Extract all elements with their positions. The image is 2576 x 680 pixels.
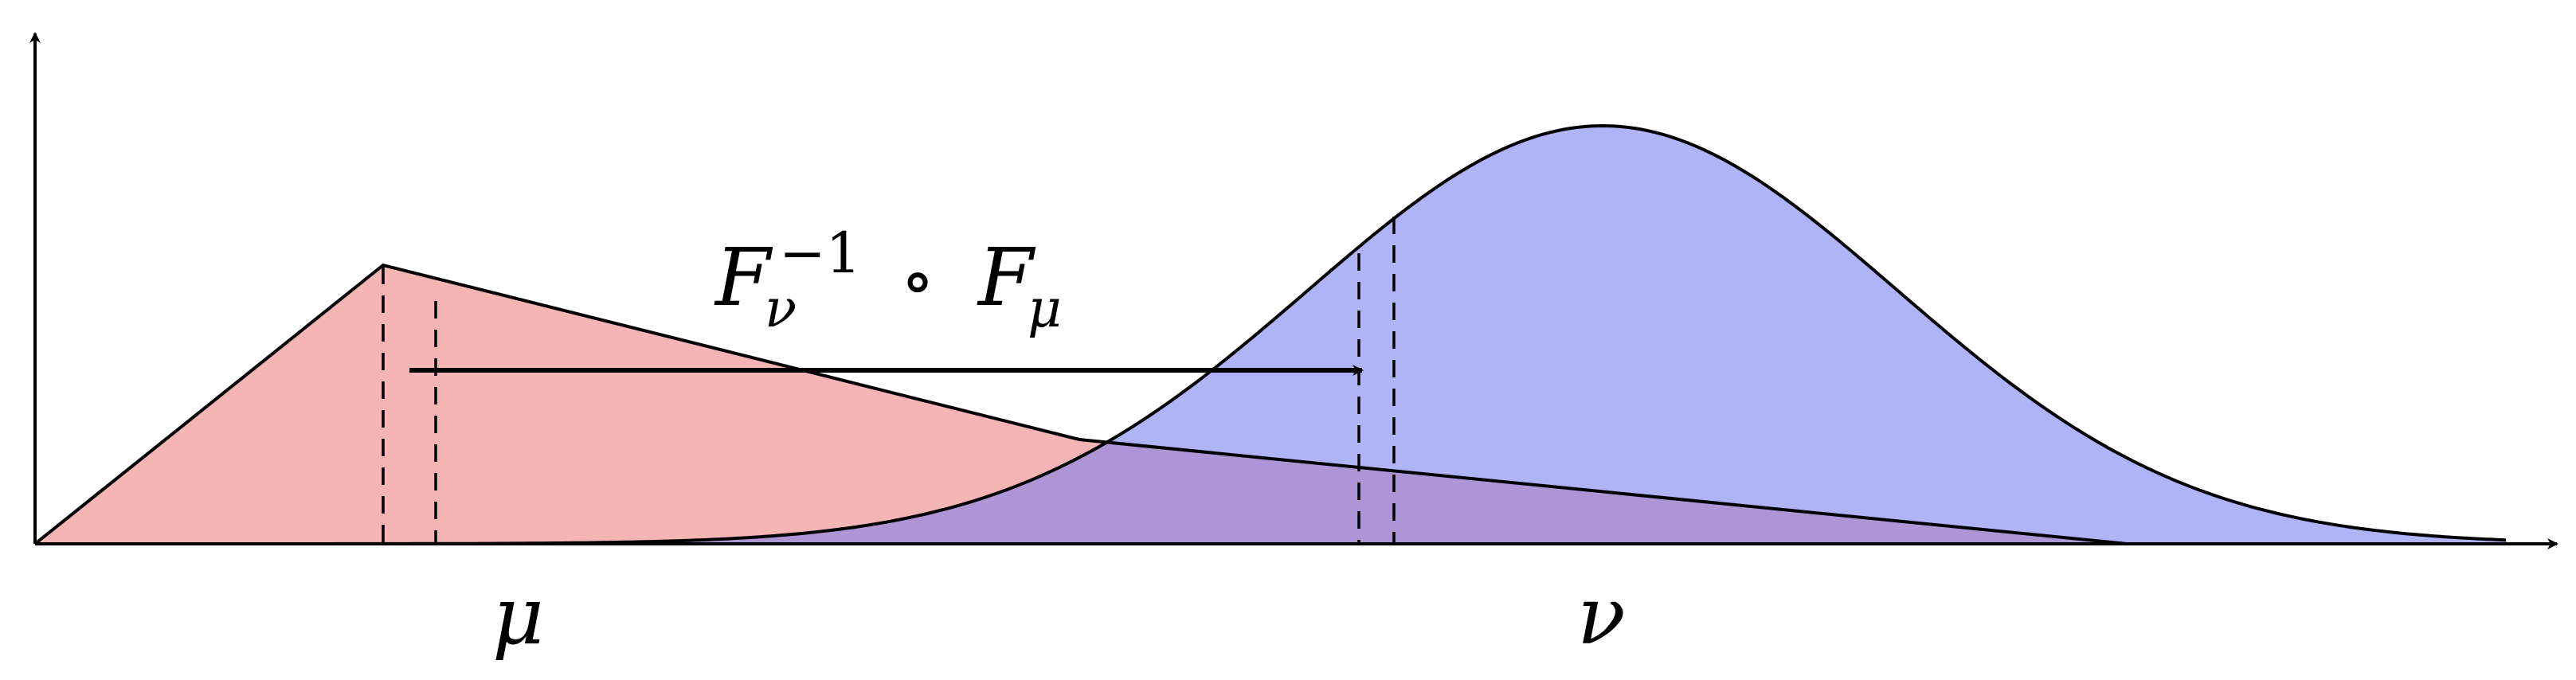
mu-density-curve bbox=[33, 263, 2128, 545]
map-compose-symbol: ∘ bbox=[900, 239, 935, 322]
map-sub-mu: μ bbox=[1028, 278, 1062, 339]
transport-map-label: F ν −1 ∘ F μ bbox=[714, 221, 1062, 339]
mu-density-fill bbox=[35, 265, 2127, 544]
nu-density-fill bbox=[35, 126, 2509, 544]
map-f-mu: F bbox=[977, 231, 1036, 324]
map-sub-nu: ν bbox=[765, 278, 797, 339]
map-superscript: −1 bbox=[779, 221, 861, 286]
mu-label: μ bbox=[492, 569, 544, 662]
map-f-nu: F bbox=[714, 231, 773, 324]
nu-label: ν bbox=[1577, 569, 1626, 662]
